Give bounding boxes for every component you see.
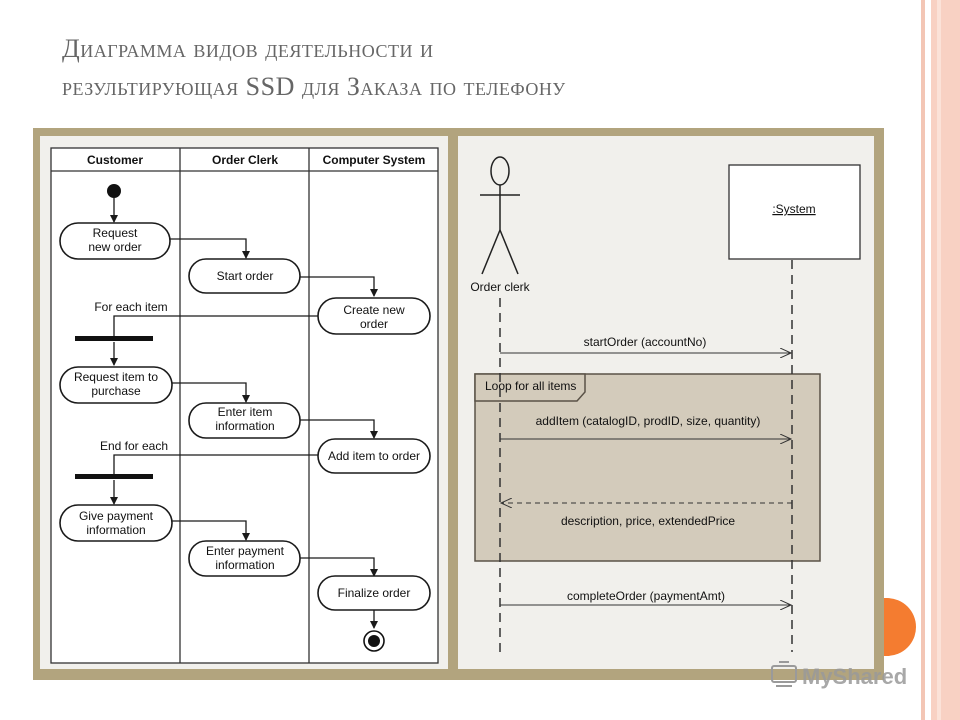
- lane-header-customer: Customer: [87, 153, 143, 167]
- flow-3: [113, 315, 318, 336]
- activity-label: order: [360, 317, 388, 331]
- activity-create-new-order: Create new order: [317, 297, 431, 335]
- activity-label: Start order: [217, 269, 274, 283]
- join-bar-2: [75, 474, 153, 479]
- watermark: MyShared: [766, 656, 926, 696]
- activity-give-payment-information: Give payment information: [59, 504, 173, 542]
- activity-label: Finalize order: [338, 586, 411, 600]
- loop-fragment-tab: [474, 373, 586, 402]
- slide-right-border-inner: [937, 0, 941, 720]
- slide-right-border-wide: [931, 0, 960, 720]
- flow-1: [170, 238, 250, 259]
- logo-icon: [771, 661, 797, 687]
- end-node-icon: [363, 630, 385, 652]
- guard-for-each-item: For each item: [94, 300, 167, 314]
- flow-2: [300, 276, 378, 297]
- activity-finalize-order: Finalize order: [317, 575, 431, 611]
- message-add-item: addItem (catalogID, prodID, size, quanti…: [536, 414, 761, 428]
- activity-label: information: [215, 558, 274, 572]
- guard-end-for-each: End for each: [100, 439, 168, 453]
- activity-label: Enter payment: [206, 544, 285, 558]
- start-node-icon: [107, 184, 121, 198]
- flow-9: [170, 520, 250, 541]
- activity-diagram: Customer Order Clerk Computer System For…: [40, 136, 448, 669]
- message-return: description, price, extendedPrice: [561, 514, 735, 528]
- loop-fragment: [474, 373, 821, 562]
- slide-right-border-thin: [921, 0, 925, 720]
- message-start-order: startOrder (accountNo): [584, 335, 707, 349]
- activity-request-new-order: Request new order: [59, 222, 171, 260]
- flow-5: [170, 382, 250, 403]
- flow-6: [300, 419, 378, 439]
- lane-header-computer-system: Computer System: [323, 153, 426, 167]
- flow-10: [300, 557, 378, 577]
- loop-label: Loop for all items: [485, 379, 576, 393]
- fork-bar-1: [75, 336, 153, 341]
- actor-icon: [480, 156, 520, 275]
- activity-label: Add item to order: [328, 449, 420, 463]
- activity-label: Enter item: [218, 405, 273, 419]
- activity-request-item: Request item to purchase: [59, 366, 173, 404]
- activity-enter-payment-information: Enter payment information: [188, 540, 301, 577]
- activity-label: Request: [93, 226, 138, 240]
- activity-start-order: Start order: [188, 258, 301, 294]
- system-label: :System: [772, 202, 815, 216]
- activity-label: purchase: [91, 384, 141, 398]
- activity-label: information: [215, 419, 274, 433]
- activity-enter-item-information: Enter item information: [188, 402, 301, 439]
- slide-title-line1: Диаграмма видов деятельности и: [62, 34, 434, 63]
- activity-label: Give payment: [79, 509, 154, 523]
- actor-label: Order clerk: [470, 280, 530, 294]
- activity-label: information: [86, 523, 145, 537]
- flow-7: [113, 454, 318, 474]
- flow-connectors: [110, 238, 378, 629]
- slide-title: Диаграмма видов деятельности и результир…: [62, 30, 862, 106]
- system-lifeline-box: [728, 164, 861, 260]
- activity-add-item-to-order: Add item to order: [317, 438, 431, 474]
- slide-title-line2: результирующая SSD для Заказа по телефон…: [62, 72, 566, 101]
- activity-label: Request item to: [74, 370, 158, 384]
- activity-label: Create new: [343, 303, 405, 317]
- system-sequence-diagram: Order clerk :System Loop for all items s…: [458, 136, 874, 669]
- message-complete-order: completeOrder (paymentAmt): [567, 589, 725, 603]
- lane-header-order-clerk: Order Clerk: [212, 153, 278, 167]
- activity-label: new order: [88, 240, 141, 254]
- watermark-text: MyShared: [802, 664, 907, 689]
